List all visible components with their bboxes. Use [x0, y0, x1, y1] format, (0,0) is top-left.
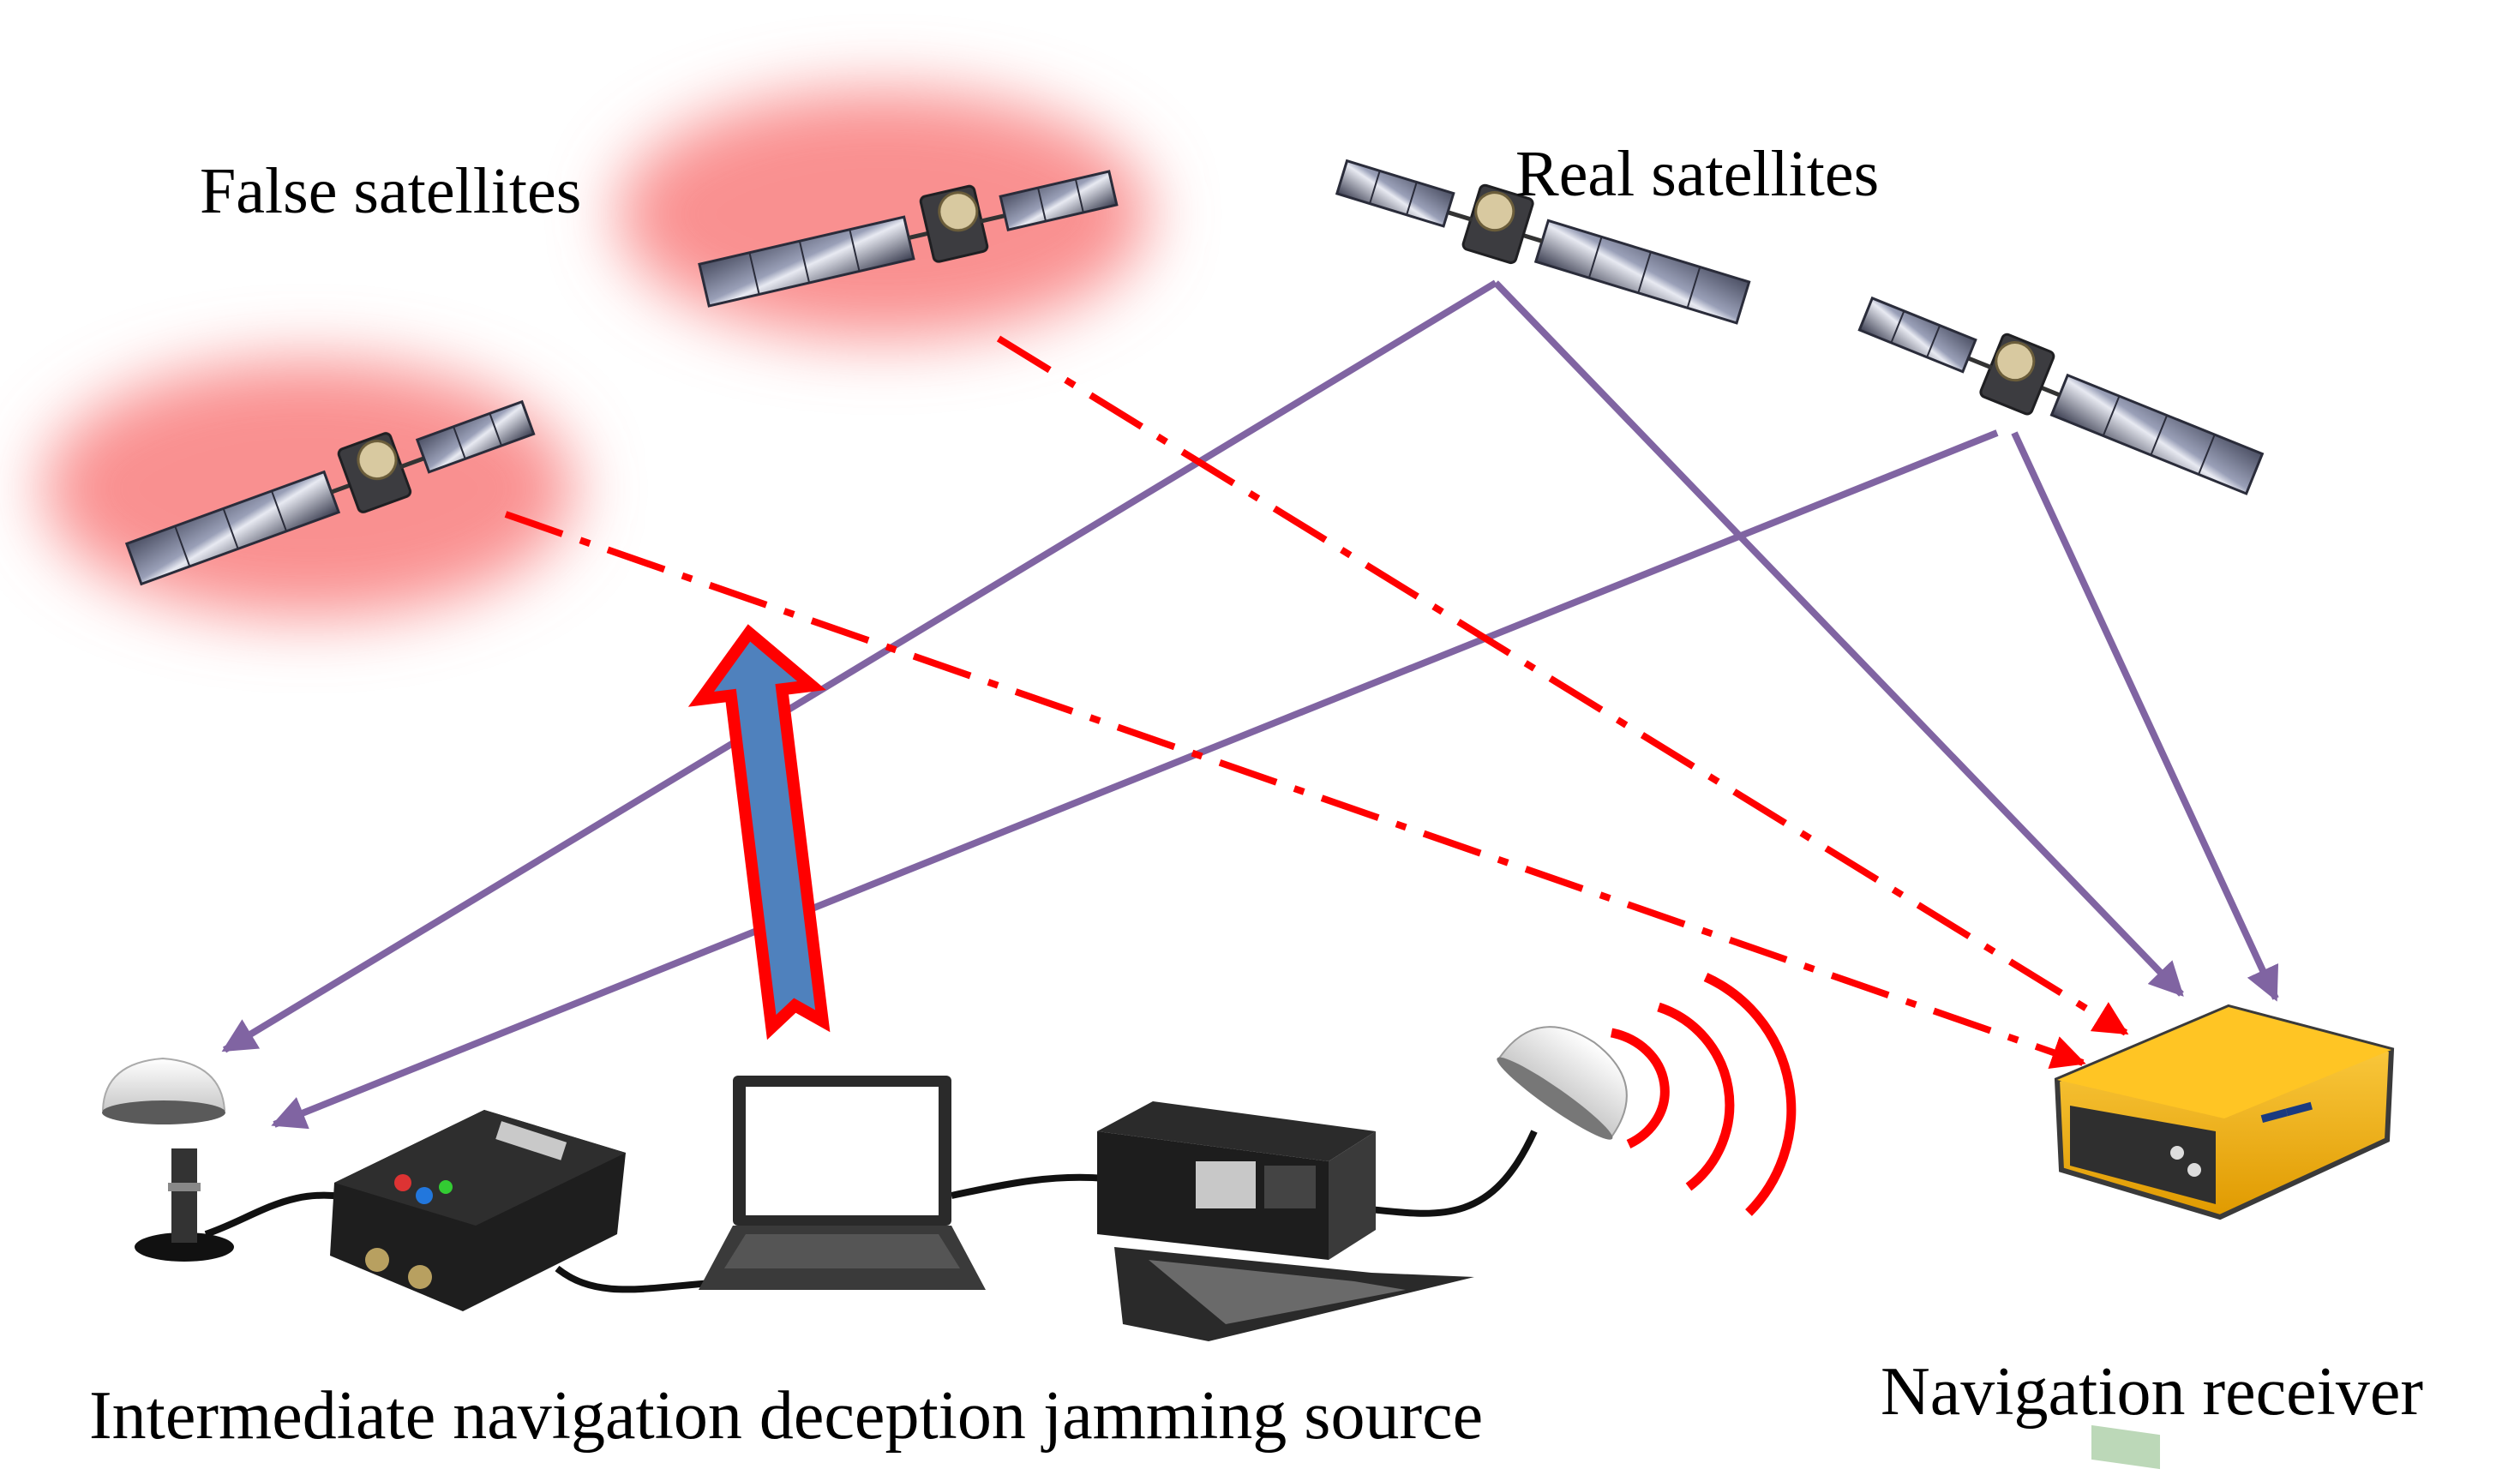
gnss-antenna-icon	[101, 1057, 234, 1262]
cable-rack-dish	[1362, 1130, 1538, 1217]
jamming-source-label: Intermediate navigation deception jammin…	[89, 1378, 1483, 1454]
laptop-icon	[699, 1076, 986, 1290]
transmit-antenna-icon	[1497, 1026, 1628, 1140]
false-signal-sat1-to-receiver	[504, 511, 2086, 1070]
real-signal-sat2-to-antenna	[271, 429, 1999, 1130]
real-signal-sat1-to-receiver	[1493, 280, 2184, 997]
false-satellites-label: False satellites	[200, 155, 581, 227]
navigation-receiver-label: Navigation receiver	[1881, 1354, 2423, 1430]
radio-waves-icon	[1610, 972, 1797, 1216]
upload-arrow	[687, 624, 831, 1040]
real-satellites-label: Real satellites	[1515, 138, 1879, 210]
real-signal-sat2-to-receiver	[2011, 431, 2279, 1002]
rf-receiver-box-icon	[330, 1110, 626, 1311]
false-signal-sat2-to-receiver	[996, 335, 2129, 1036]
real-signal-sat1-to-antenna	[221, 279, 1498, 1053]
false-signal-lines	[504, 335, 2129, 1070]
real-signal-lines	[221, 279, 2279, 1130]
navigation-receiver-icon: ▬▬	[2054, 1004, 2395, 1470]
signal-generator-rack-icon	[1097, 1101, 1474, 1341]
jamming-source-equipment	[101, 972, 1797, 1341]
cable-laptop-rack	[951, 1173, 1107, 1199]
